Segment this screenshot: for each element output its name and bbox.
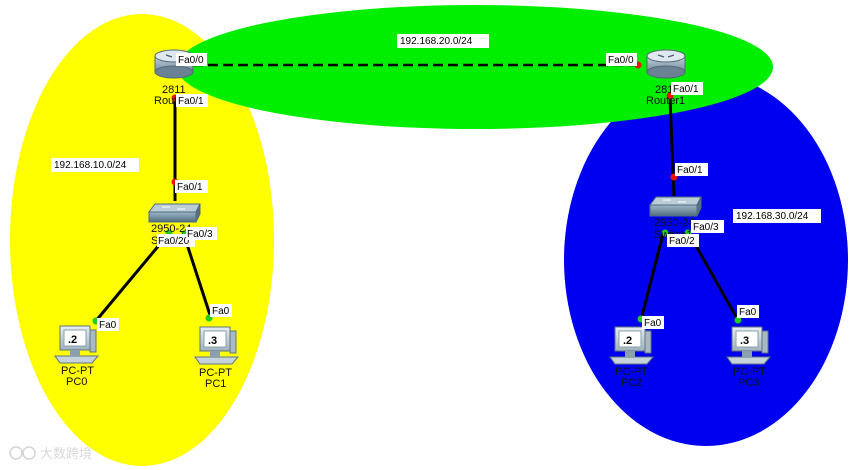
switch1-model: 2950-24: [654, 217, 694, 229]
network-label-left: 192.168.10.0/24: [54, 160, 127, 171]
pc0-icon[interactable]: [54, 325, 100, 364]
switch0-icon[interactable]: [148, 203, 201, 223]
pc2-icon[interactable]: [609, 326, 655, 365]
port-label-s0-fa03: Fa0/3: [187, 229, 213, 240]
pc3-name: PC3: [738, 377, 759, 389]
switch1-icon[interactable]: [649, 196, 702, 217]
pc3-icon[interactable]: [726, 326, 772, 365]
network-label-right: 192.168.30.0/24: [736, 211, 809, 222]
pc1-icon[interactable]: [194, 326, 240, 365]
watermark-text: 大数跨境: [40, 447, 92, 462]
watermark-logo: 大数跨境: [9, 446, 92, 462]
port-dot-pc3-fa0: [734, 316, 742, 324]
pc0-name: PC0: [66, 376, 87, 388]
port-label-s1-fa03: Fa0/3: [693, 222, 719, 233]
pc1-type: PC-PT: [199, 367, 232, 379]
pc1-address: .3: [208, 335, 217, 347]
port-label-s1-fa01: Fa0/1: [677, 165, 703, 176]
network-label-middle: 192.168.20.0/24: [400, 36, 473, 47]
port-label-r0-fa00: Fa0/0: [178, 55, 204, 66]
pc2-address: .2: [623, 335, 632, 347]
port-label-r0-fa01: Fa0/1: [178, 96, 204, 107]
port-label-r1-fa01: Fa0/1: [673, 84, 699, 95]
port-label-r1-fa00: Fa0/0: [608, 55, 634, 66]
pc2-name: PC2: [621, 377, 642, 389]
pc2-type: PC-PT: [615, 366, 648, 378]
router1-icon[interactable]: [646, 49, 686, 79]
link-switch1-pc2[interactable]: [639, 229, 666, 321]
port-label-s1-fa02: Fa0/2: [669, 236, 695, 247]
router1-name: Router1: [646, 95, 685, 107]
switch0-model: 2950-24: [151, 223, 191, 235]
pc3-type: PC-PT: [733, 366, 766, 378]
middle-network-zone: [177, 5, 773, 129]
port-label-pc0-fa0: Fa0: [99, 320, 117, 331]
port-label-pc3-fa0: Fa0: [739, 307, 757, 318]
pc0-address: .2: [68, 334, 77, 346]
port-dot-s1-fa02: [661, 229, 669, 237]
pc0-type: PC-PT: [61, 365, 94, 377]
right-network-zone: [564, 74, 848, 446]
port-label-pc1-fa0: Fa0: [212, 306, 230, 317]
port-label-s0-fa01: Fa0/1: [177, 182, 203, 193]
router0-model: 2811: [162, 84, 186, 96]
pc3-address: .3: [740, 335, 749, 347]
port-label-pc2-fa0: Fa0: [644, 318, 662, 329]
port-label-s0-fa020: Fa0/20: [158, 236, 190, 247]
pc1-name: PC1: [205, 378, 226, 390]
